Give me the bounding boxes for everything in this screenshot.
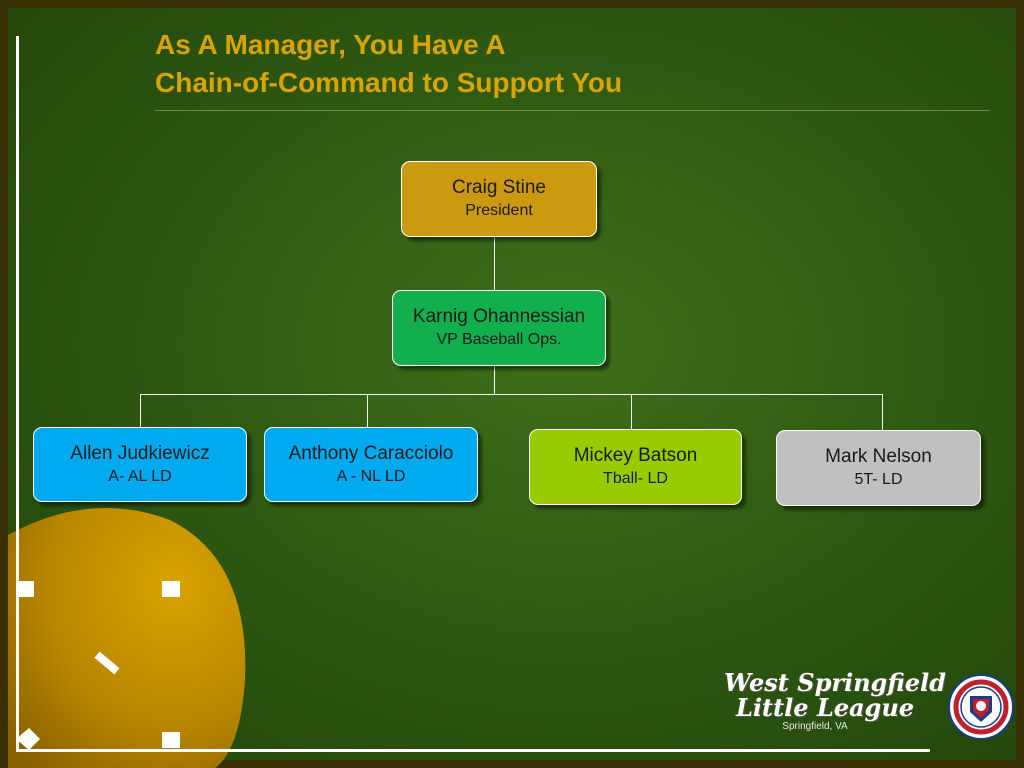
connector-to-mickey [631,394,632,429]
node-name: Craig Stine [452,177,546,198]
wordmark-line-2: Little League [735,693,915,722]
node-role: President [465,202,533,219]
connector-to-mark [882,394,883,430]
wordmark-line-1: West Springfield [724,668,946,697]
connector-president-vp [494,237,495,290]
node-role: A - NL LD [336,468,406,485]
title-line-1: As A Manager, You Have A [155,29,506,60]
node-role: Tball- LD [603,470,668,487]
node-role: VP Baseball Ops. [436,331,562,348]
org-node-director-5t: Mark Nelson 5T- LD [776,430,981,506]
node-name: Anthony Caracciolo [288,443,454,464]
connector-to-allen [140,394,141,427]
org-node-president: Craig Stine President [401,161,597,237]
node-name: Mark Nelson [825,446,932,467]
node-name: Allen Judkiewicz [70,443,210,464]
node-role: A- AL LD [108,468,172,485]
node-role: 5T- LD [854,471,903,488]
connector-to-anthony [367,394,368,427]
node-name: Karnig Ohannessian [412,306,586,327]
title-underline [155,110,990,111]
title-line-2: Chain-of-Command to Support You [155,67,623,98]
wordmark-location: Springfield, VA [782,721,848,732]
connector-vp-down [494,366,495,395]
little-league-seal-icon [948,674,1014,740]
left-frame-line [16,36,19,752]
org-node-director-tball: Mickey Batson Tball- LD [529,429,742,505]
node-name: Mickey Batson [573,445,698,466]
org-node-vp-baseball-ops: Karnig Ohannessian VP Baseball Ops. [392,290,606,366]
org-node-director-a-al: Allen Judkiewicz A- AL LD [33,427,247,502]
bottom-frame-line [16,749,930,752]
league-wordmark: West Springfield Little League Springfie… [720,670,950,740]
baseball-diamond-graphic [8,508,246,768]
slide-title: As A Manager, You Have A Chain-of-Comman… [155,26,915,102]
connector-horizontal-bus [140,394,883,395]
org-node-director-a-nl: Anthony Caracciolo A - NL LD [264,427,478,502]
